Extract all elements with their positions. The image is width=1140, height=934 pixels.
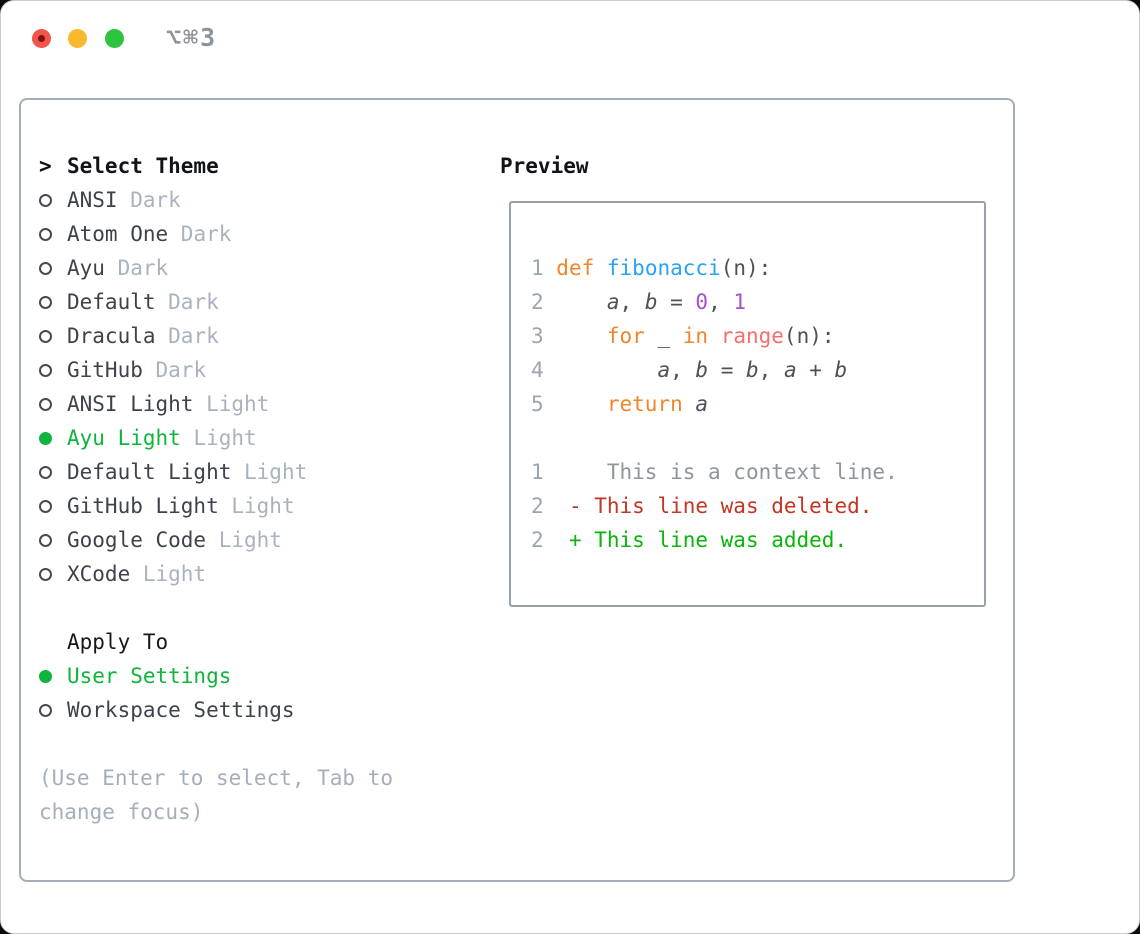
theme-option-label: ANSI Dark: [67, 188, 181, 212]
titlebar: ⌥⌘3: [1, 1, 1139, 75]
keyboard-hint: (Use Enter to select, Tab to change focu…: [39, 766, 394, 824]
theme-option-label: Default Dark: [67, 290, 219, 314]
radio-selected-icon: [39, 421, 67, 455]
radio-icon: [39, 693, 67, 727]
code-preview: 1 def fibonacci(n): 2 a, b = 0, 1 3 for _ …: [531, 251, 898, 557]
radio-icon: [39, 285, 67, 319]
theme-option-label: Default Light Light: [67, 460, 308, 484]
apply-option-user-settings[interactable]: User Settings: [39, 659, 307, 693]
radio-icon: [39, 319, 67, 353]
code-line: 5 return a: [531, 392, 709, 416]
theme-option-github-light-light[interactable]: GitHub Light Light: [39, 489, 307, 523]
select-theme-header: Select Theme: [67, 154, 219, 178]
theme-option-label: XCode Light: [67, 562, 207, 586]
select-theme-header-row: > Select Theme: [39, 149, 307, 183]
radio-icon: [39, 183, 67, 217]
radio-icon: [39, 251, 67, 285]
apply-to-header: Apply To: [67, 630, 169, 654]
blank-line: [531, 421, 898, 455]
prompt-icon: >: [39, 154, 52, 178]
theme-option-label: Ayu Light Light: [67, 426, 257, 450]
theme-option-xcode-light[interactable]: XCode Light: [39, 557, 307, 591]
theme-option-google-code-light[interactable]: Google Code Light: [39, 523, 307, 557]
code-line: 1 def fibonacci(n):: [531, 256, 772, 280]
theme-option-atom-one-dark[interactable]: Atom One Dark: [39, 217, 307, 251]
code-line: 3 for _ in range(n):: [531, 324, 835, 348]
theme-option-ansi-dark[interactable]: ANSI Dark: [39, 183, 307, 217]
theme-option-label: GitHub Light Light: [67, 494, 295, 518]
window-title: ⌥⌘3: [166, 23, 218, 52]
preview-header: Preview: [500, 154, 589, 178]
apply-option-workspace-settings[interactable]: Workspace Settings: [39, 693, 307, 727]
diff-line-added: 2 + This line was added.: [531, 528, 848, 552]
diff-line-context: 1 This is a context line.: [531, 460, 898, 484]
apply-to-header-row: Apply To: [39, 625, 307, 659]
theme-option-label: Atom One Dark: [67, 222, 232, 246]
code-line: 2 a, b = 0, 1: [531, 290, 747, 314]
apply-option-label: Workspace Settings: [67, 698, 295, 722]
close-button-icon[interactable]: [32, 29, 51, 48]
radio-icon: [39, 489, 67, 523]
radio-icon: [39, 353, 67, 387]
section-gap: [39, 591, 307, 625]
theme-option-label: Google Code Light: [67, 528, 282, 552]
radio-selected-icon: [39, 659, 67, 693]
minimize-button-icon[interactable]: [68, 29, 87, 48]
theme-option-ansi-light-light[interactable]: ANSI Light Light: [39, 387, 307, 421]
apply-option-label: User Settings: [67, 664, 232, 688]
theme-option-dracula-dark[interactable]: Dracula Dark: [39, 319, 307, 353]
theme-option-default-dark[interactable]: Default Dark: [39, 285, 307, 319]
zoom-button-icon[interactable]: [105, 29, 124, 48]
theme-option-label: Dracula Dark: [67, 324, 219, 348]
theme-option-ayu-dark[interactable]: Ayu Dark: [39, 251, 307, 285]
radio-icon: [39, 557, 67, 591]
theme-option-ayu-light-light[interactable]: Ayu Light Light: [39, 421, 307, 455]
theme-option-label: GitHub Dark: [67, 358, 207, 382]
diff-line-deleted: 2 - This line was deleted.: [531, 494, 873, 518]
radio-icon: [39, 217, 67, 251]
theme-option-label: ANSI Light Light: [67, 392, 270, 416]
code-line: 4 a, b = b, a + b: [531, 358, 848, 382]
theme-option-label: Ayu Dark: [67, 256, 169, 280]
theme-option-github-dark[interactable]: GitHub Dark: [39, 353, 307, 387]
radio-icon: [39, 523, 67, 557]
preview-box: 1 def fibonacci(n): 2 a, b = 0, 1 3 for _ …: [509, 201, 986, 607]
radio-icon: [39, 455, 67, 489]
theme-option-default-light-light[interactable]: Default Light Light: [39, 455, 307, 489]
radio-icon: [39, 387, 67, 421]
